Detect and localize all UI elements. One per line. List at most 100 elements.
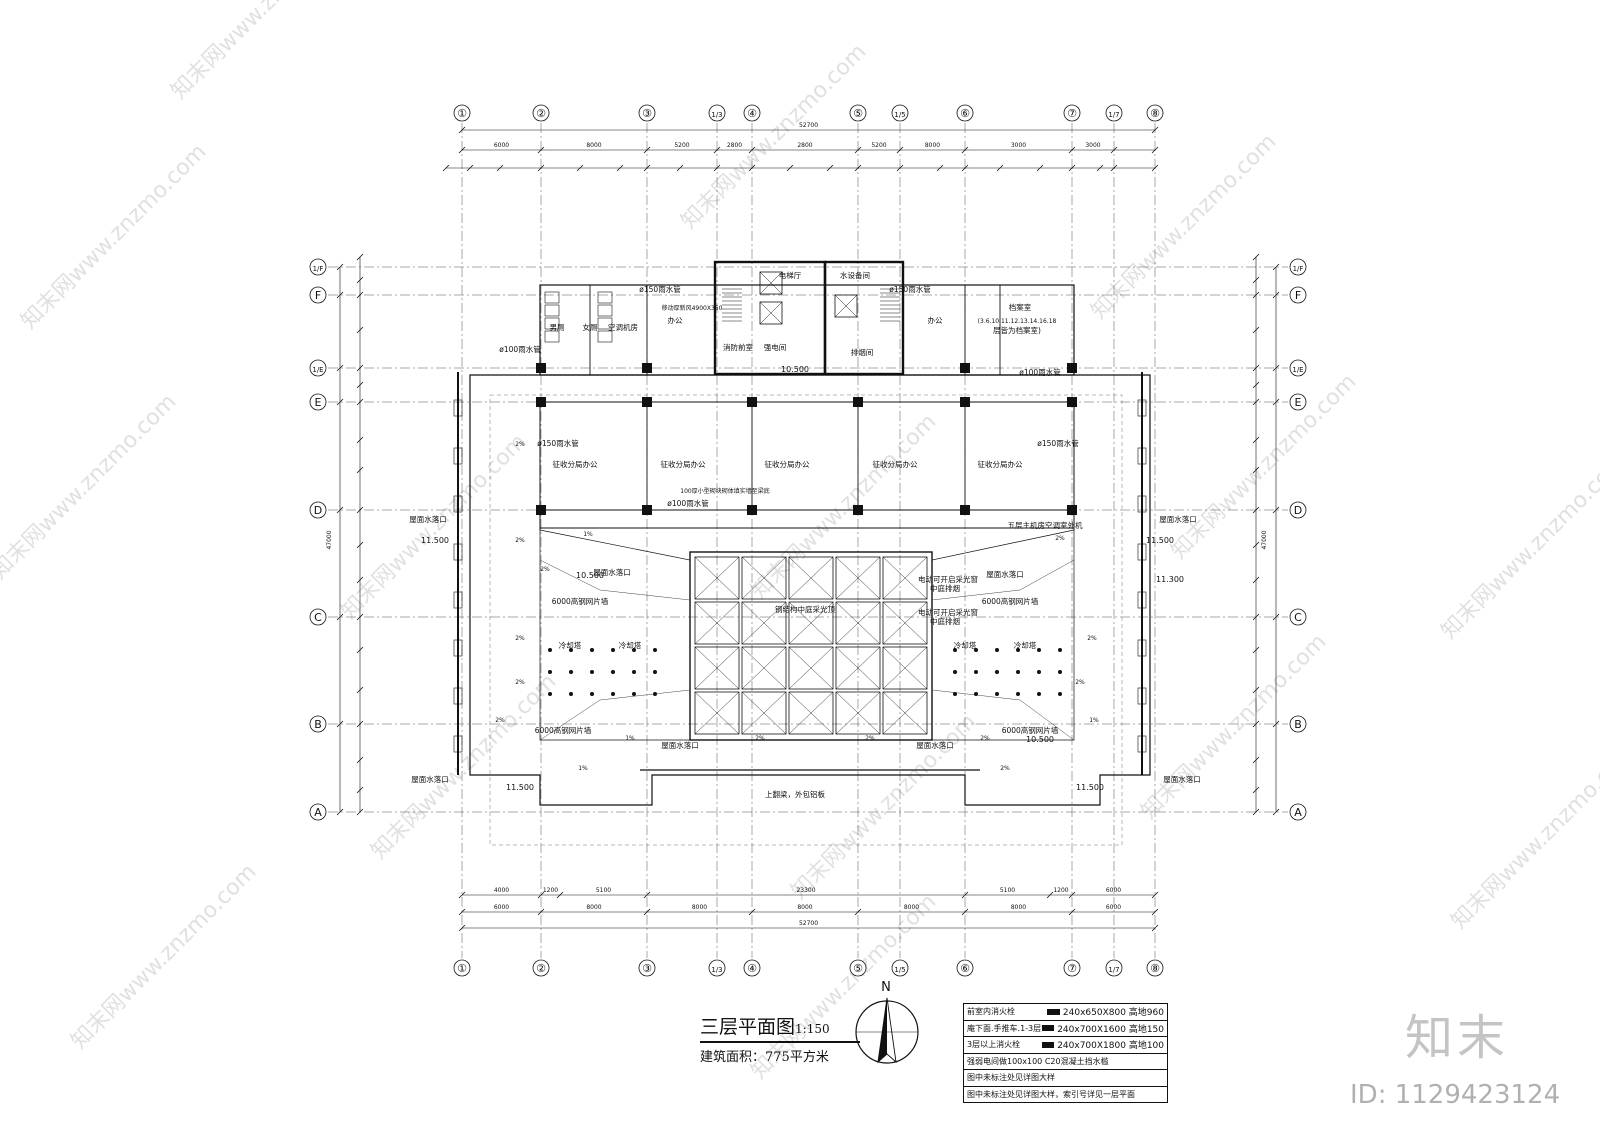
title-underline — [700, 1041, 860, 1043]
dim-label: 8000 — [692, 904, 707, 911]
slope-label: 2% — [515, 441, 525, 448]
dim-label: 5200 — [871, 142, 886, 149]
skylight-panel — [882, 601, 928, 645]
dim-tick — [356, 398, 364, 406]
axis-label: 1/F — [313, 265, 324, 273]
axis-bubble — [956, 959, 974, 977]
dim-tick — [1151, 146, 1159, 154]
axis-label: C — [314, 611, 322, 624]
room-label: 移动厚新风4900X350 — [662, 304, 723, 312]
skylight-panel — [694, 556, 740, 600]
tower-dot — [1016, 670, 1020, 674]
axis-label: A — [314, 806, 322, 819]
roof-ridge — [931, 559, 1075, 741]
room-label: 强电间 — [764, 342, 787, 352]
tower-dot — [995, 670, 999, 674]
dim-label: 52700 — [799, 920, 818, 927]
skylight-cross — [882, 646, 928, 690]
axis-label: 1/7 — [1108, 966, 1119, 974]
axis-bubble — [1146, 959, 1164, 977]
skylight-panel — [835, 601, 881, 645]
dim-tick — [458, 146, 466, 154]
dim-tick — [356, 506, 364, 514]
axis-bubble — [1063, 104, 1081, 122]
dim-tick — [336, 263, 344, 271]
dim-tick — [356, 576, 364, 584]
roof-ridge — [539, 559, 691, 741]
dim-tick — [466, 164, 474, 172]
tower-dot — [1037, 670, 1041, 674]
axis-label: ⑧ — [1150, 962, 1160, 975]
slope-label: 2% — [755, 735, 765, 742]
tower-dot — [611, 692, 615, 696]
side-pier — [453, 495, 463, 513]
dim-label: 6000 — [494, 142, 509, 149]
dim-tick — [1068, 146, 1076, 154]
slope-label: 2% — [515, 537, 525, 544]
dim-tick — [356, 276, 364, 284]
annotation-layer: 男厕女厕空调机房办公电梯厅水设备间消防前室强电间排烟间办公档案室(3.6.10.… — [409, 270, 1201, 799]
skylight-panel — [788, 601, 834, 645]
tower-dot — [590, 692, 594, 696]
dim-label: 6000 — [1106, 904, 1121, 911]
skylight-panel — [694, 646, 740, 690]
dim-tick — [336, 398, 344, 406]
room-label: 办公 — [668, 315, 683, 325]
structural-column — [747, 397, 757, 407]
axis-label: 1/E — [312, 366, 323, 374]
axis-bubble — [1289, 393, 1307, 411]
side-pier — [453, 735, 463, 753]
slope-label: 2% — [1000, 765, 1010, 772]
dim-tick — [1272, 613, 1280, 621]
dim-tick — [961, 164, 969, 172]
dim-label: 8000 — [904, 904, 919, 911]
dim-tick — [643, 164, 651, 172]
dim-tick — [1272, 720, 1280, 728]
skylight-cross — [694, 646, 740, 690]
dim-tick — [1151, 126, 1159, 134]
dim-label: 8000 — [1011, 904, 1026, 911]
side-pier — [453, 687, 463, 705]
skylight-cross — [788, 691, 834, 735]
dim-tick — [1046, 891, 1054, 899]
structural-column — [1067, 397, 1077, 407]
watermark-text: 知末网www.znzmo.com — [17, 139, 212, 334]
dim-tick — [1252, 613, 1260, 621]
dim-tick — [356, 613, 364, 621]
drawing-title-text: 三层平面图 — [700, 1016, 796, 1038]
dim-tick — [1068, 891, 1076, 899]
axis-label: 1/F — [1293, 265, 1304, 273]
side-pier — [453, 591, 463, 609]
axis-label: ⑦ — [1067, 107, 1077, 120]
side-pier — [453, 447, 463, 465]
skylight-cross — [788, 601, 834, 645]
elevator-cross — [759, 271, 783, 295]
structural-column — [642, 363, 652, 373]
dim-tick — [748, 908, 756, 916]
tower-dot — [548, 670, 552, 674]
legend-size: 240x700X1800 高地100 — [1057, 1041, 1164, 1052]
dim-tick — [1252, 541, 1260, 549]
side-pier — [453, 399, 463, 417]
dim-tick — [496, 164, 504, 172]
legend-swatch — [1042, 1041, 1055, 1048]
toilet-stall — [597, 317, 613, 330]
axis-bubble — [849, 959, 867, 977]
dim-label: 8000 — [586, 904, 601, 911]
structural-column — [747, 505, 757, 515]
dim-tick — [1151, 908, 1159, 916]
axis-label: C — [1294, 611, 1302, 624]
side-pier — [453, 639, 463, 657]
structural-column — [1067, 505, 1077, 515]
axis-label: ③ — [642, 962, 652, 975]
dim-tick — [1151, 164, 1159, 172]
slope-label: 1% — [625, 735, 635, 742]
room-label: 征收分局办公 — [873, 459, 918, 469]
skylight-panel — [741, 691, 787, 735]
dim-tick — [1252, 808, 1260, 816]
tower-dot — [590, 670, 594, 674]
dim-tick — [996, 164, 1004, 172]
tower-dot — [995, 648, 999, 652]
room-label: 冷却塔 — [954, 640, 977, 650]
